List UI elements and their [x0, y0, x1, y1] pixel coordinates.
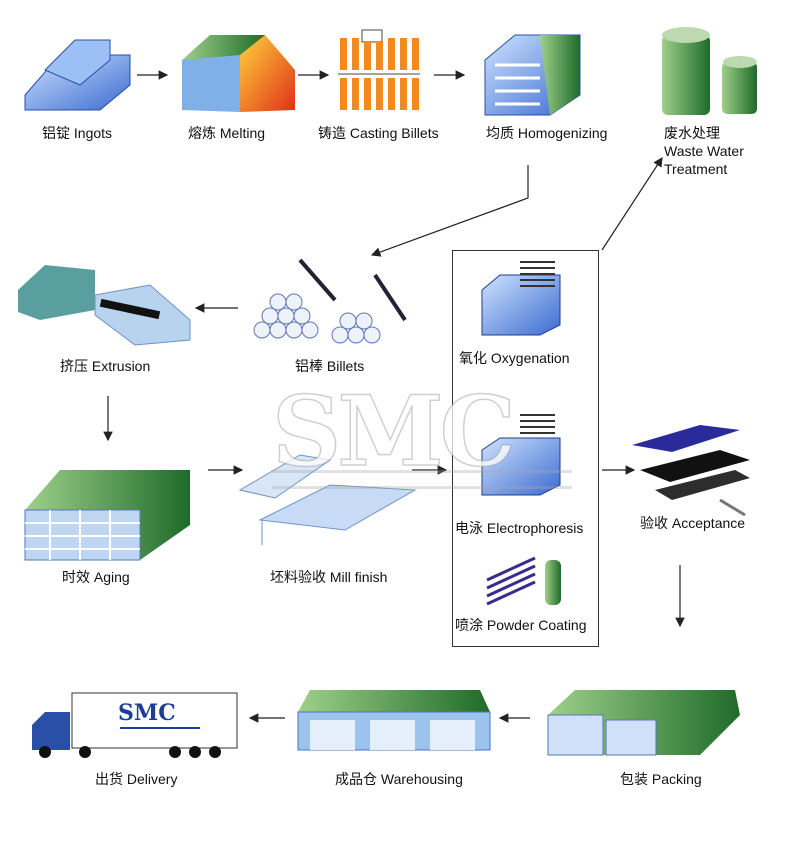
smc-watermark: SMC — [271, 375, 517, 488]
ingots-image — [24, 39, 131, 111]
electrophoresis-tank-image — [481, 414, 561, 496]
melting-image — [182, 35, 295, 112]
watermark-line — [272, 470, 572, 473]
label-waste-cn: 废水处理 — [664, 125, 720, 141]
acceptance-image — [632, 425, 750, 517]
flow-arrows — [103, 70, 685, 723]
label-oxygenation: 氧化 Oxygenation — [459, 350, 570, 366]
label-powder-coating: 喷涂 Powder Coating — [455, 617, 587, 633]
label-electrophoresis: 电泳 Electrophoresis — [455, 520, 584, 536]
delivery-truck-image — [32, 692, 238, 758]
label-warehousing: 成品仓 Warehousing — [335, 771, 463, 787]
label-billets: 铝棒 Billets — [295, 358, 365, 374]
aging-image — [24, 470, 190, 561]
label-homogenizing: 均质 Homogenizing — [486, 125, 608, 141]
casting-billets-image — [338, 29, 420, 110]
label-waste-en-2: Treatment — [664, 161, 728, 177]
waste-water-tanks-image — [662, 27, 757, 115]
label-acceptance: 验收 Acceptance — [640, 515, 746, 531]
label-casting-billets: 铸造 Casting Billets — [318, 125, 439, 141]
label-packing: 包装 Packing — [620, 771, 702, 787]
truck-logo: SMC — [118, 700, 176, 726]
surface-treatment-group-box — [452, 250, 599, 647]
oxygenation-tank-image — [481, 261, 561, 336]
homogenizing-image — [484, 34, 581, 116]
watermark-line — [272, 486, 572, 489]
mill-finish-profiles-image — [238, 454, 417, 545]
extrusion-image — [18, 265, 191, 346]
label-delivery: 出货 Delivery — [95, 771, 178, 787]
label-ingots: 铝锭 Ingots — [42, 125, 113, 141]
arrow-treatment-waste — [601, 156, 663, 251]
label-melting: 熔炼 Melting — [188, 125, 266, 141]
warehouse-image — [297, 690, 491, 751]
packing-image — [547, 690, 740, 756]
arrow-homogenizing-billets — [370, 165, 529, 257]
billets-image — [253, 258, 407, 344]
powder-coating-image — [486, 556, 561, 606]
label-waste-en-1: Waste Water — [664, 143, 744, 159]
label-extrusion: 挤压 Extrusion — [60, 358, 151, 374]
label-mill-finish: 坯料验收 Mill finish — [270, 569, 388, 585]
label-aging: 时效 Aging — [62, 569, 130, 585]
